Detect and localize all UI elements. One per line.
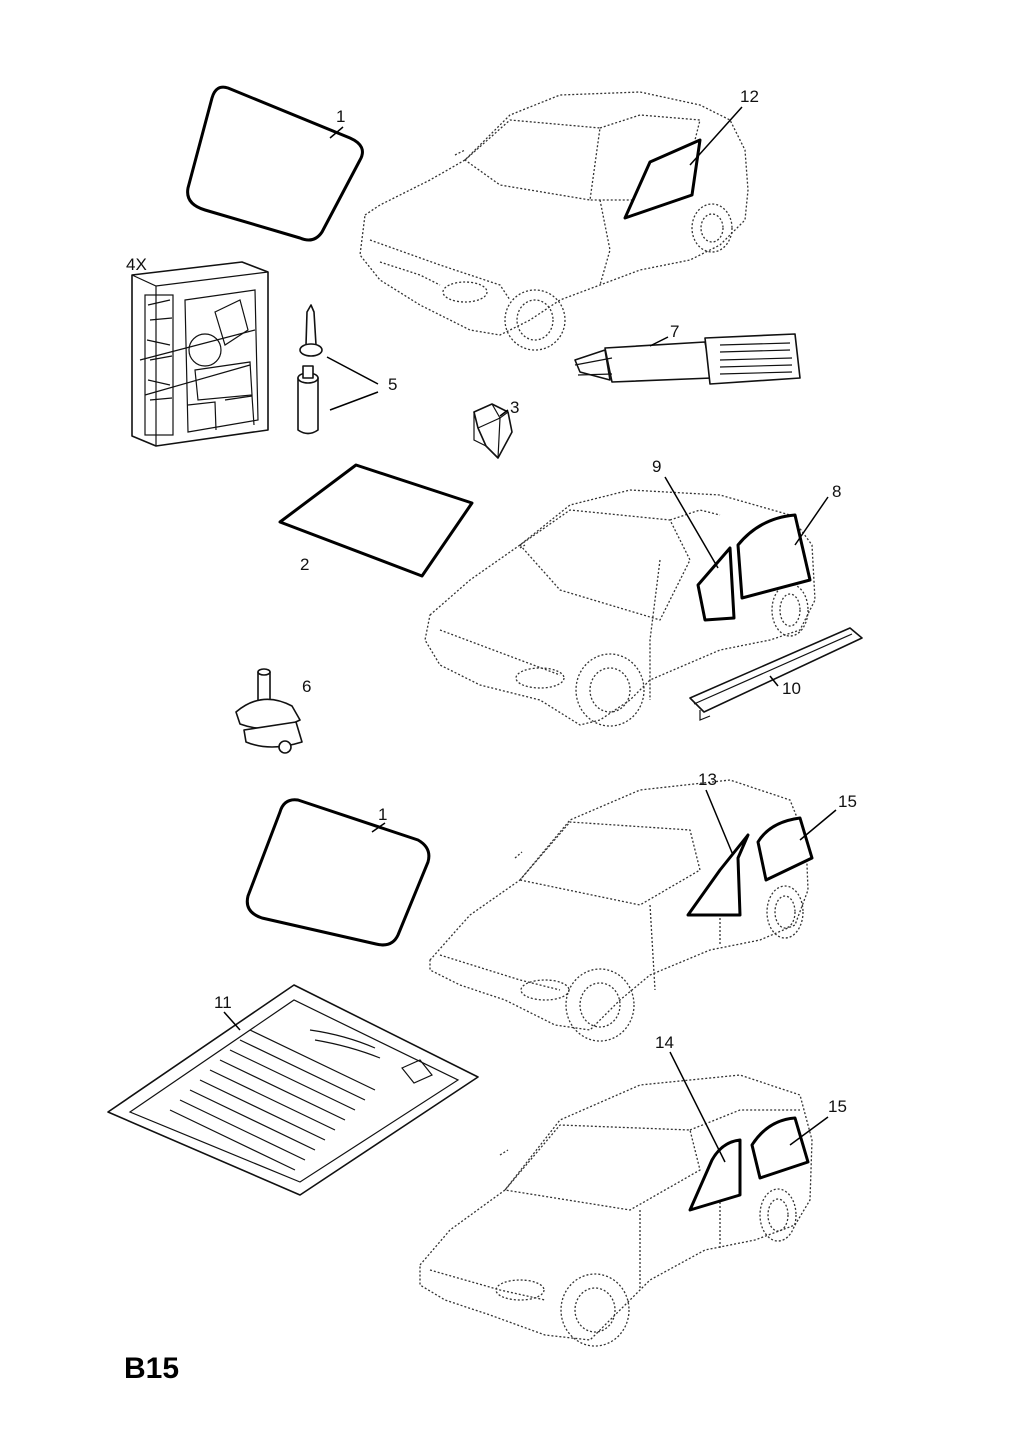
- clip-3: [473, 403, 513, 459]
- rear-quarter-glass-15-bottom: [750, 1116, 810, 1180]
- car-3door-middle: [424, 489, 816, 727]
- leader-15-top: [799, 809, 837, 841]
- callout-1-bottom: 1: [378, 805, 387, 824]
- leader-8: [794, 496, 829, 546]
- leader-1-top: [329, 126, 344, 139]
- windshield-glass-1-top: [186, 85, 364, 242]
- leader-13: [705, 789, 734, 856]
- callout-4x: 4X: [126, 255, 147, 274]
- car-5door-middle: [429, 779, 809, 1042]
- leader-9: [664, 476, 719, 569]
- callout-11: 11: [214, 993, 232, 1012]
- callout-1-top: 1: [336, 107, 345, 126]
- rear-door-glass-13: [686, 833, 750, 917]
- callout-2: 2: [300, 555, 309, 574]
- rail-10: [689, 627, 863, 721]
- front-quarter-glass-9: [696, 546, 736, 622]
- callout-3: 3: [510, 398, 519, 417]
- callout-8: 8: [832, 482, 841, 501]
- leader-14: [669, 1051, 726, 1163]
- bonding-kit-box: [131, 261, 269, 447]
- rear-side-window-glass-8: [736, 513, 812, 600]
- cartridge-gun-7: [574, 333, 801, 385]
- leader-7: [649, 336, 669, 347]
- fastener-6: [235, 668, 303, 754]
- callout-12: 12: [740, 87, 759, 106]
- callout-15-bottom: 15: [828, 1097, 847, 1116]
- leader-11: [223, 1011, 241, 1031]
- callout-15-top: 15: [838, 792, 857, 811]
- leader-15-bottom: [789, 1116, 829, 1146]
- leader-1-bottom: [371, 822, 386, 833]
- leader-5b: [329, 391, 379, 411]
- callout-13: 13: [698, 770, 717, 789]
- leader-12: [689, 106, 743, 166]
- leader-10: [769, 675, 779, 687]
- car-3door-top: [359, 91, 749, 351]
- windshield-glass-1-bottom: [245, 798, 431, 947]
- callout-6: 6: [302, 677, 311, 696]
- rear-quarter-glass-15-top: [756, 816, 814, 882]
- instruction-sheet-11: [107, 984, 479, 1196]
- rear-window-glass-2: [278, 463, 474, 578]
- callout-10: 10: [782, 679, 801, 698]
- page-code: B15: [124, 1352, 179, 1385]
- primer-tubes-5: [297, 304, 323, 435]
- callout-7: 7: [670, 322, 679, 341]
- callout-5: 5: [388, 375, 397, 394]
- rear-side-window-glass-12: [623, 138, 702, 220]
- callout-9: 9: [652, 457, 661, 476]
- rear-door-glass-14: [688, 1138, 742, 1212]
- leader-5a: [326, 356, 379, 385]
- callout-14: 14: [655, 1033, 674, 1052]
- car-5door-bottom: [419, 1074, 813, 1347]
- leader-3: [499, 409, 509, 417]
